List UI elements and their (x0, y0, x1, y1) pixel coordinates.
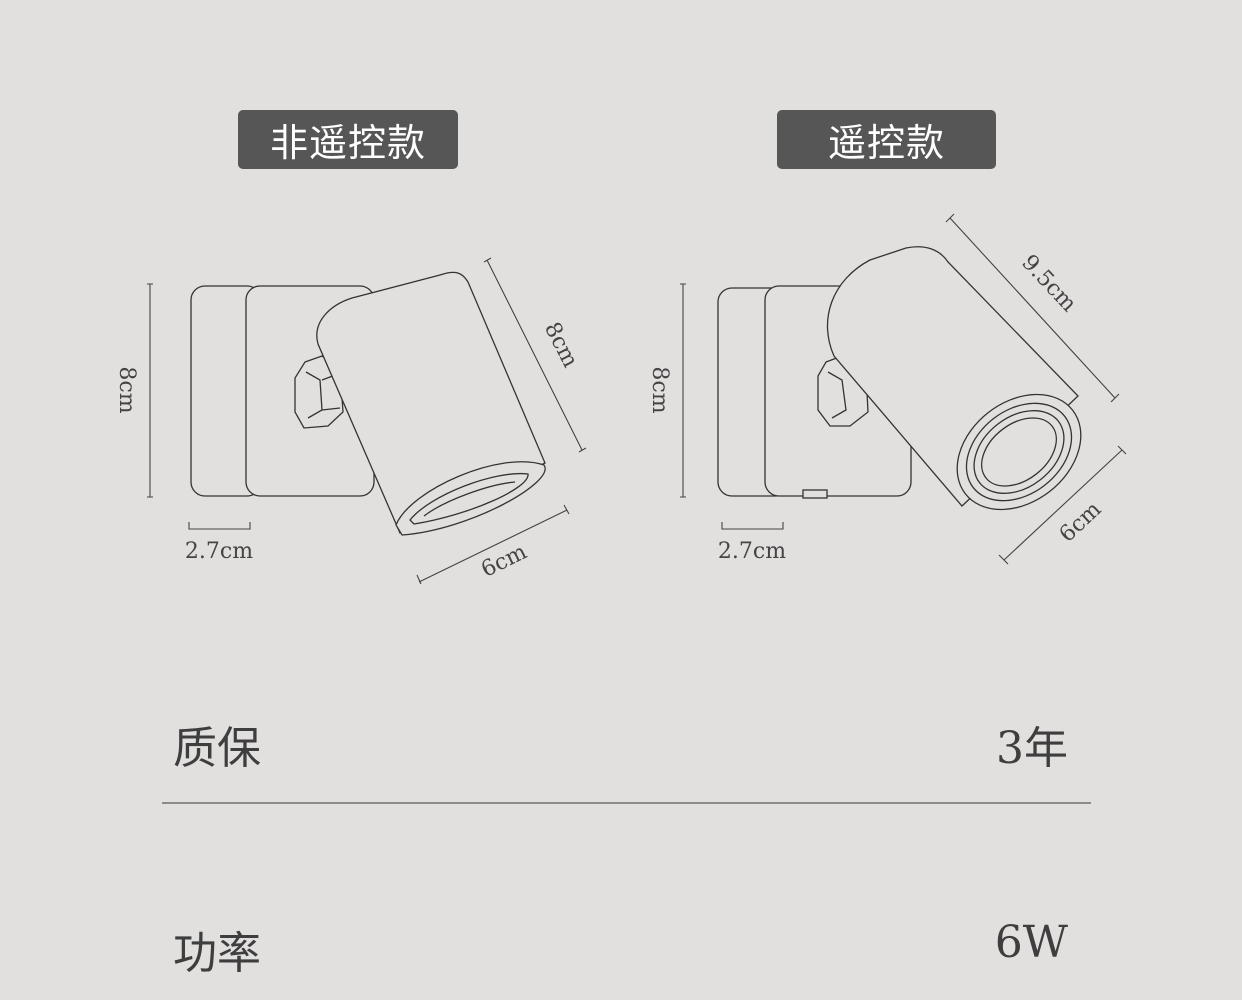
variant-badge-remote: 遥控款 (777, 110, 996, 169)
dim-line-depth-right (721, 522, 784, 530)
dim-line-head-length-right (945, 213, 1120, 403)
spec-value-power: 6W (994, 917, 1068, 968)
spec-label-warranty: 质保 (173, 723, 261, 774)
label-head-length-right: 9.5cm (1016, 250, 1081, 317)
dim-line-height-left (147, 283, 153, 498)
product-dimension-diagram: 8cm 2.7cm 8cm 6cm 8cm 2.7cm 9.5cm 6cm (114, 213, 1127, 585)
label-depth-right: 2.7cm (718, 539, 786, 564)
remote-receiver-tab (802, 489, 828, 499)
dim-line-depth-left (188, 522, 251, 530)
label-head-diameter-right: 6cm (1055, 497, 1107, 548)
lamp-non-remote-drawing (190, 271, 546, 536)
lamp-lens (395, 461, 546, 536)
label-head-diameter-left: 6cm (477, 540, 530, 583)
lamp-remote-drawing (717, 246, 1082, 511)
spec-value-warranty: 3年 (996, 723, 1068, 774)
dim-line-head-diameter-right (998, 445, 1127, 565)
label-height-right: 8cm (647, 366, 672, 413)
dim-line-height-right (680, 283, 686, 498)
spec-label-power: 功率 (173, 928, 261, 979)
dim-line-head-diameter-left (416, 504, 570, 585)
label-depth-left: 2.7cm (185, 539, 253, 564)
dim-line-head-length-left (483, 257, 587, 453)
spec-divider (162, 802, 1091, 804)
label-height-left: 8cm (114, 366, 139, 413)
variant-badge-non-remote: 非遥控款 (238, 110, 458, 169)
label-head-length-left: 8cm (539, 318, 583, 372)
